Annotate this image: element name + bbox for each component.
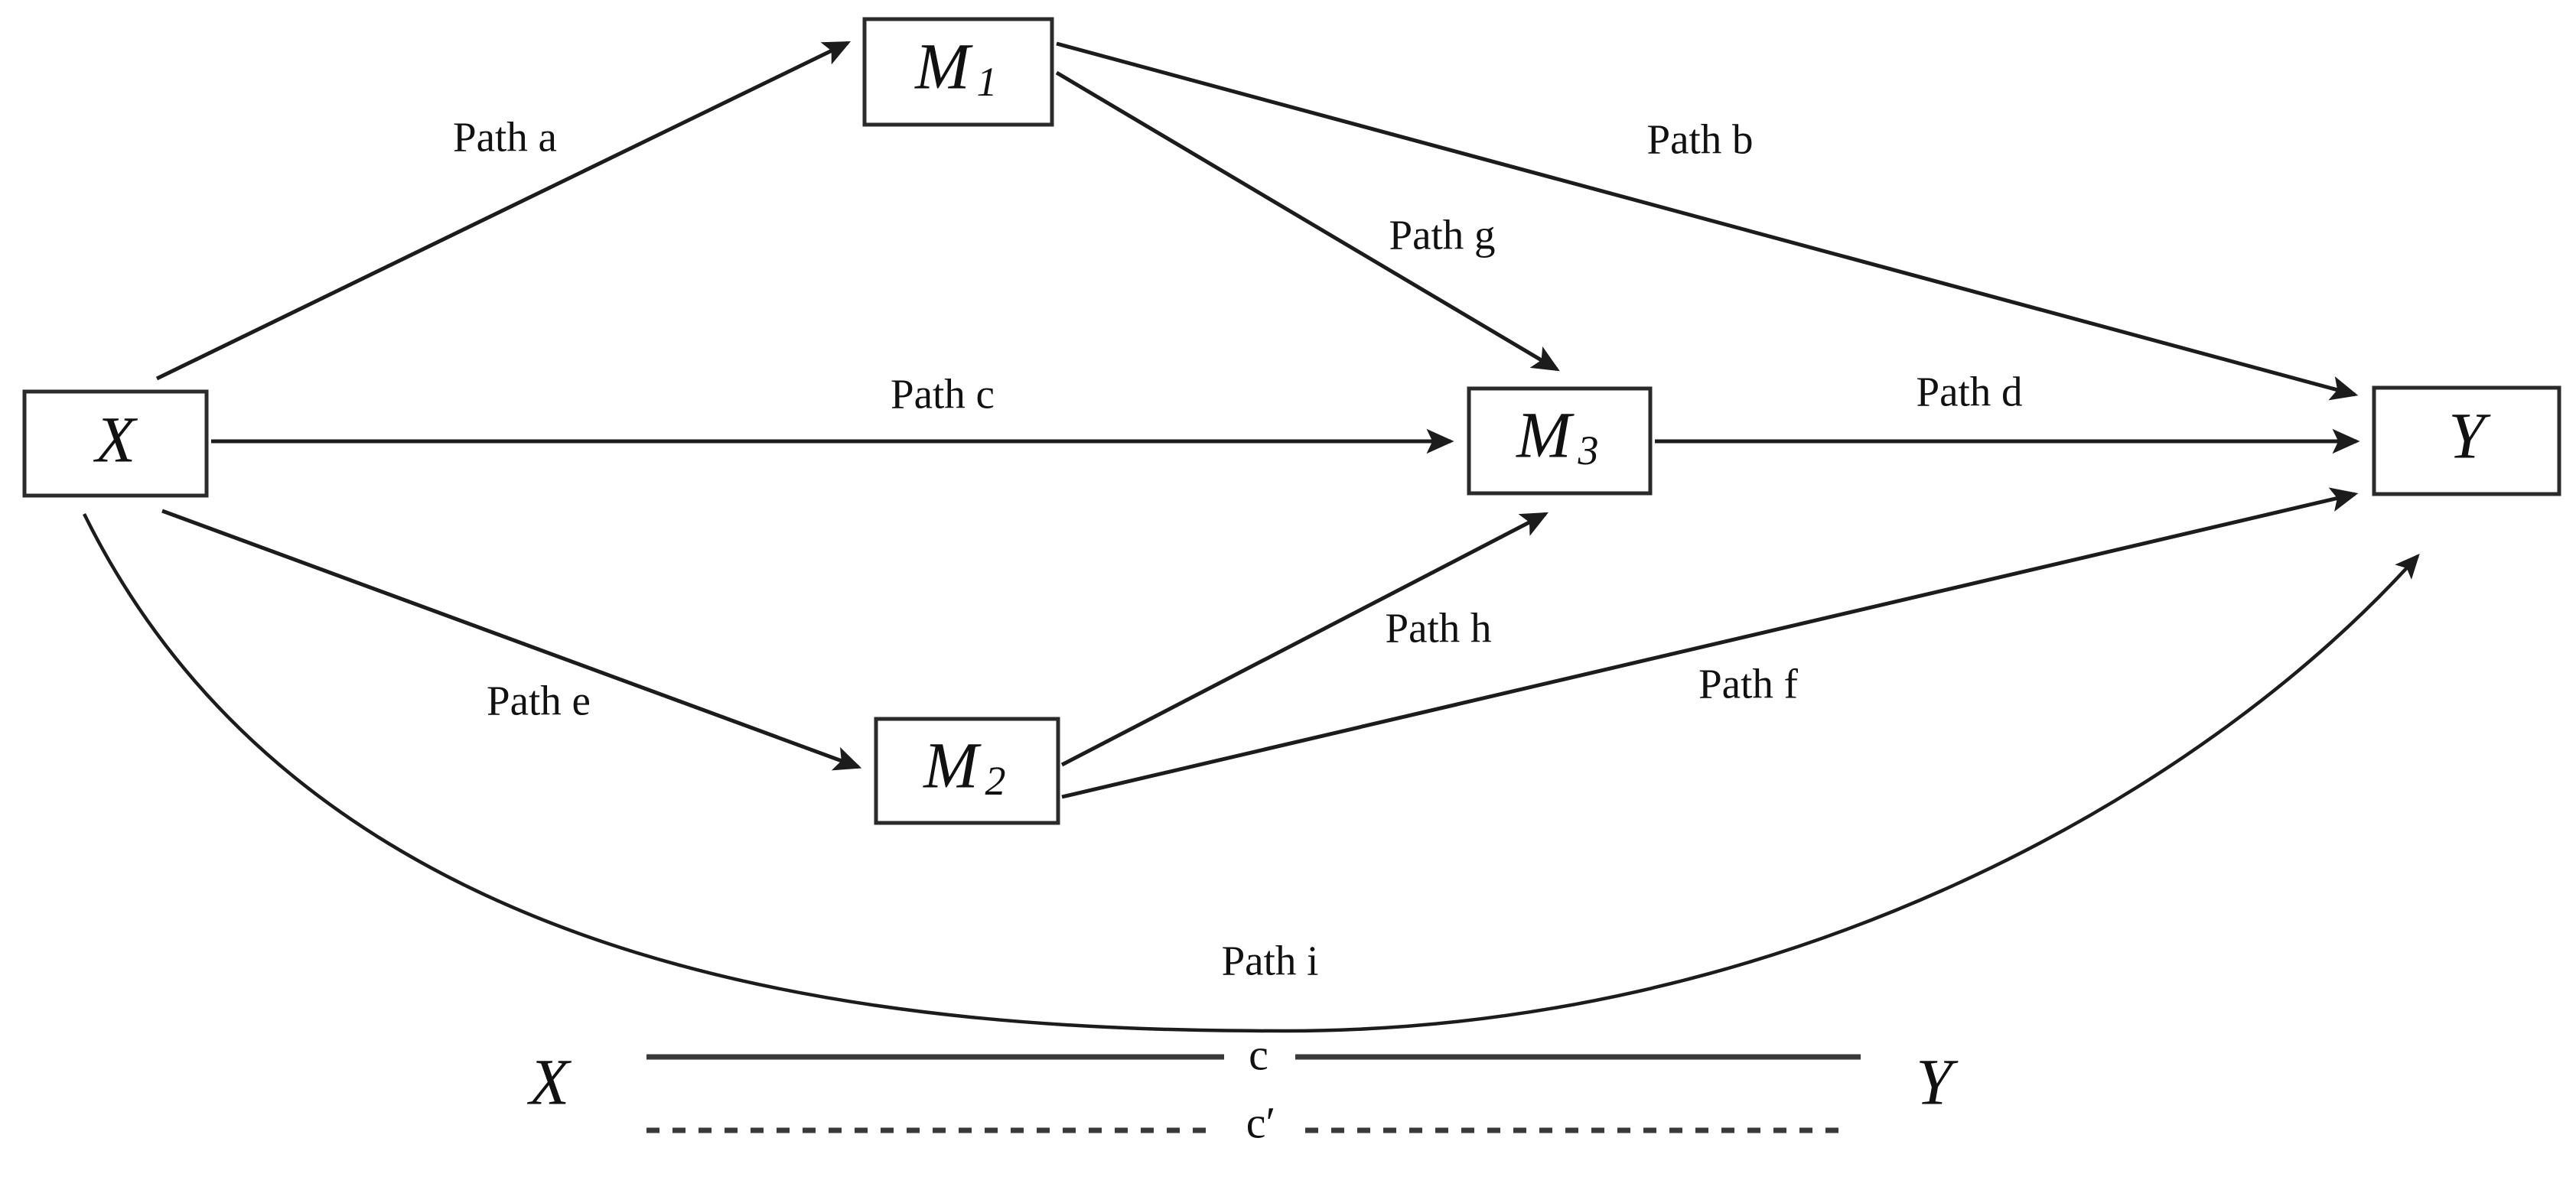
edge-path-e: Path e [161, 509, 862, 771]
node-m3-subscript: 3 [1578, 428, 1599, 473]
edge-path-g-label: Path g [1389, 212, 1495, 258]
node-x[interactable]: X [22, 389, 209, 498]
node-m3-box[interactable] [1467, 386, 1653, 496]
node-x-label: X [93, 403, 138, 476]
edge-path-i-curve [82, 513, 2420, 1033]
edge-path-e-label: Path e [487, 678, 591, 724]
legend-x-variable: X [527, 1045, 572, 1119]
node-m3[interactable]: M 3 [1467, 386, 1653, 496]
edge-path-i: Path i [82, 513, 2420, 1033]
edge-path-i-label: Path i [1222, 938, 1319, 984]
edge-path-g-line [1055, 70, 1560, 372]
node-m2[interactable]: M 2 [874, 717, 1060, 825]
edge-path-f-line [1061, 487, 2359, 799]
edge-path-b: Path b [1056, 41, 2359, 401]
edge-path-b-label: Path b [1646, 116, 1753, 163]
edge-path-g: Path g [1055, 70, 1560, 372]
edge-path-f: Path f [1061, 487, 2359, 799]
node-y-label: Y [2448, 399, 2491, 473]
edge-path-b-line [1056, 41, 2359, 401]
edge-path-a-label: Path a [453, 114, 557, 161]
node-m1-subscript: 1 [977, 59, 998, 105]
node-m1-label: M [913, 30, 973, 103]
node-m3-label: M [1515, 398, 1575, 472]
edge-path-h: Path h [1060, 512, 1549, 767]
legend-total-effect-label: c [1249, 1029, 1268, 1079]
node-m2-label: M [922, 729, 982, 802]
node-m1[interactable]: M 1 [862, 17, 1054, 127]
edge-path-c: Path c [211, 371, 1454, 454]
node-m2-box[interactable] [874, 717, 1060, 825]
edge-path-a-line [155, 41, 852, 381]
legend-direct-effect-label: c′ [1246, 1097, 1275, 1147]
effect-legend: X c c′ Y [527, 1029, 1959, 1147]
node-m2-subscript: 2 [985, 758, 1006, 804]
legend-y-variable: Y [1916, 1045, 1959, 1119]
edge-path-h-line [1060, 512, 1549, 767]
node-y-box[interactable] [2372, 385, 2561, 496]
edge-path-c-label: Path c [891, 371, 995, 418]
edge-path-a: Path a [155, 41, 852, 381]
edge-path-d: Path d [1655, 369, 2360, 454]
edge-path-d-label: Path d [1916, 369, 2022, 415]
edge-path-h-label: Path h [1385, 605, 1491, 652]
edge-path-e-line [161, 509, 862, 771]
node-y[interactable]: Y [2372, 385, 2561, 496]
node-m1-box[interactable] [862, 17, 1054, 127]
edge-path-f-label: Path f [1698, 661, 1799, 707]
node-x-box[interactable] [22, 389, 209, 498]
